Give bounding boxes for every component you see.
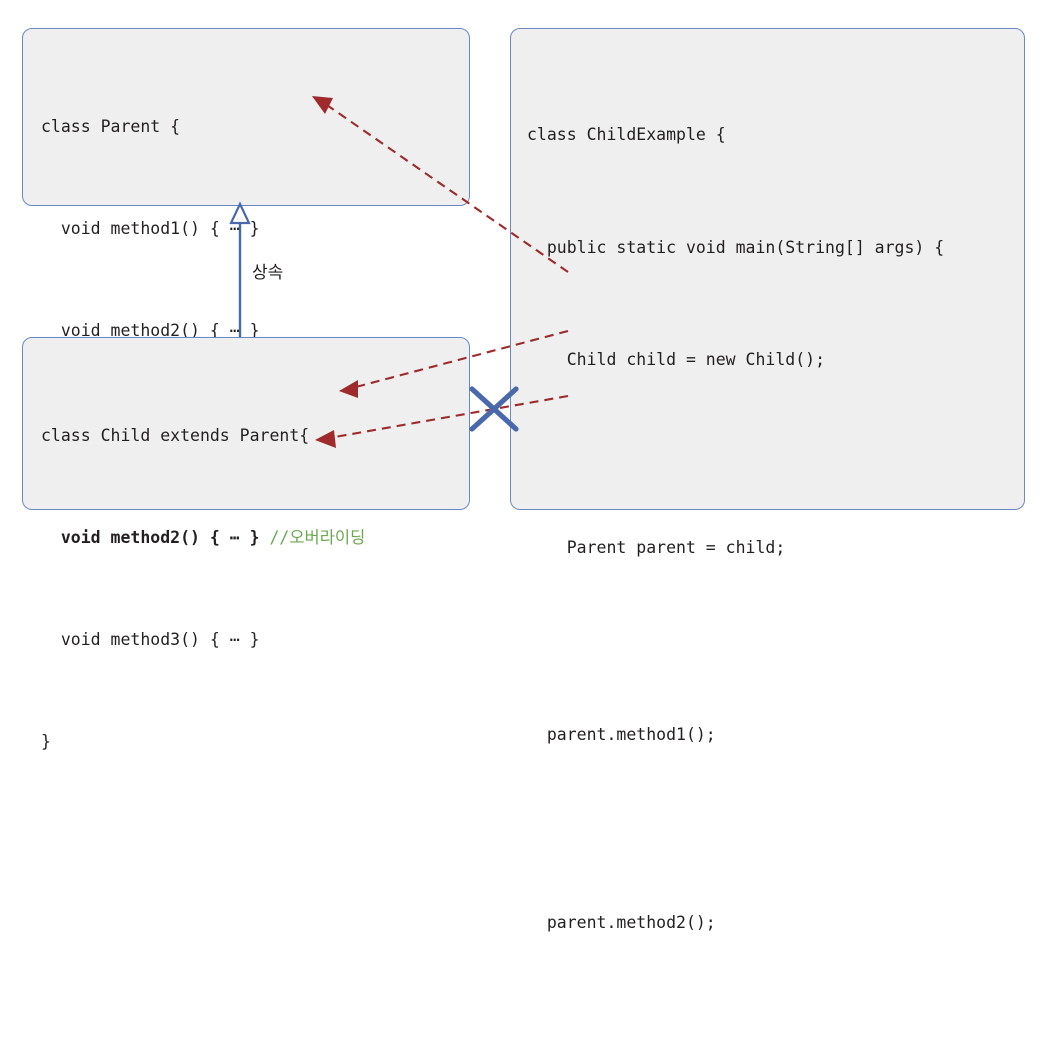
- child-example-code: class ChildExample { public static void …: [527, 41, 1016, 1052]
- example-line-call-method2: parent.method2();: [527, 912, 716, 932]
- inheritance-label: 상속: [252, 263, 284, 283]
- child-class-code: class Child extends Parent{ void method2…: [41, 351, 461, 827]
- child-example-box: class ChildExample { public static void …: [510, 28, 1025, 932]
- example-line-1: class ChildExample {: [527, 125, 726, 144]
- example-line-3: Child child = new Child();: [527, 350, 826, 369]
- child-line-method2: void method2() { ⋯ } //오버라이딩: [41, 521, 461, 555]
- child-method2-code: void method2() { ⋯ }: [41, 528, 260, 547]
- child-line-close: }: [41, 732, 51, 751]
- parent-class-box: class Parent { void method1() { ⋯ } void…: [22, 28, 470, 442]
- child-class-box: class Child extends Parent{ void method2…: [22, 337, 470, 751]
- example-line-5: Parent parent = child;: [527, 537, 786, 557]
- child-method2-comment: //오버라이딩: [259, 528, 366, 547]
- example-line-2: public static void main(String[] args) {: [527, 237, 945, 257]
- parent-line-method1: void method1() { ⋯ }: [41, 219, 260, 238]
- diagram-canvas: class Parent { void method1() { ⋯ } void…: [22, 28, 1025, 932]
- parent-line-method2: void method2() { ⋯ }: [41, 321, 260, 340]
- example-line-call-method1: parent.method1();: [527, 725, 716, 744]
- child-line-method3: void method3() { ⋯ }: [41, 630, 260, 649]
- parent-line-1: class Parent {: [41, 117, 181, 136]
- child-line-header: class Child extends Parent{: [41, 426, 310, 445]
